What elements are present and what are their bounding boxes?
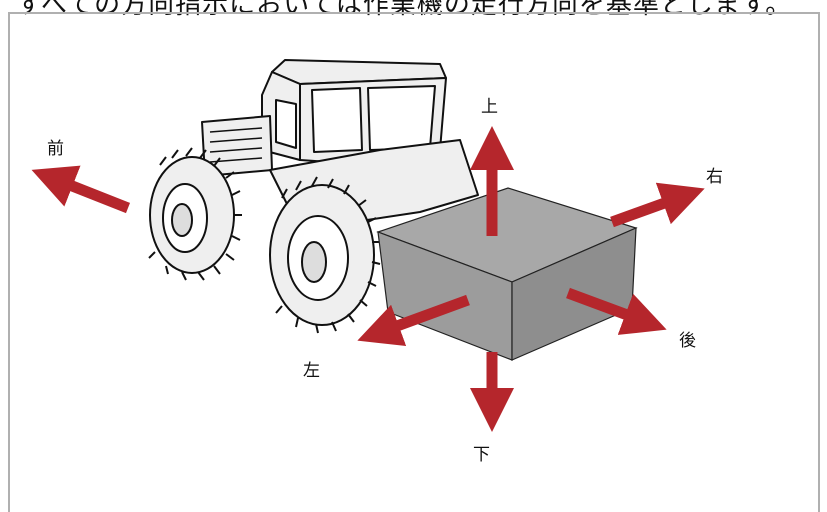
- arrow-right: [610, 182, 705, 228]
- header-instruction-text: すべての方向指示においては作業機の走行方向を基準とします。: [16, 0, 793, 20]
- arrow-rear: [566, 287, 667, 335]
- tractor-illustration: [148, 59, 479, 334]
- label-rear: 後: [679, 331, 696, 351]
- label-left: 左: [303, 361, 320, 381]
- label-front: 前: [47, 139, 64, 159]
- tractor-front-wheel: [148, 147, 242, 281]
- label-down: 下: [473, 445, 490, 465]
- label-right: 右: [706, 167, 723, 187]
- tractor-rear-wheel: [269, 176, 381, 334]
- diagram-frame: [8, 12, 820, 512]
- arrow-left: [357, 294, 470, 347]
- arrow-front: [31, 165, 131, 214]
- label-up: 上: [481, 97, 498, 117]
- implement-box: [376, 187, 638, 361]
